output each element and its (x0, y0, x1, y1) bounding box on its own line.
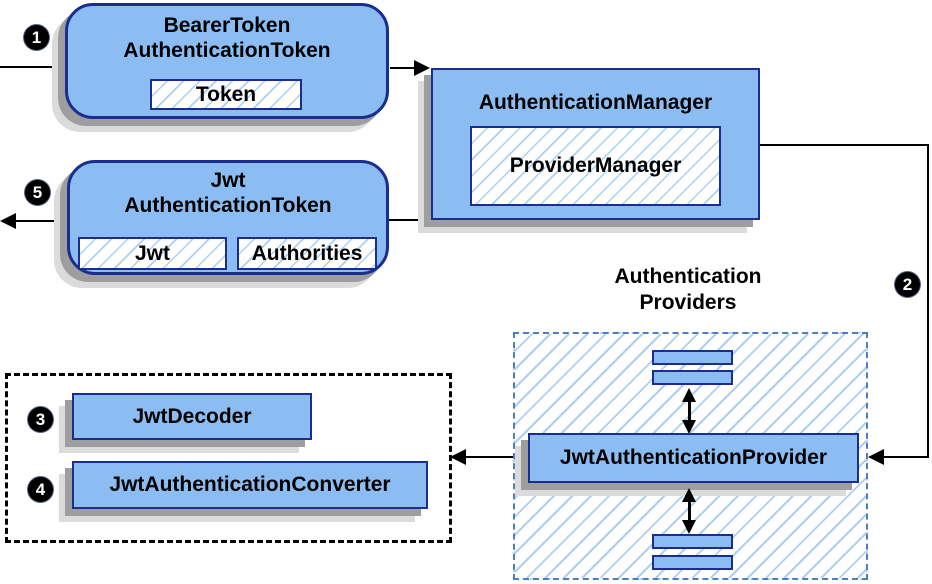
provider-slot-bottom-2 (652, 555, 733, 570)
double-arrow-bottom-up-head-icon (682, 488, 696, 502)
double-arrow-top-line (688, 399, 691, 421)
arrow-response-out-head-icon (0, 213, 16, 229)
authentication-manager-title: AuthenticationManager (478, 91, 713, 114)
node-jwt-authentication-provider: JwtAuthenticationProvider (528, 433, 859, 483)
provider-slot-top-1 (652, 350, 733, 365)
arrow-request-in-line (0, 66, 66, 68)
jwt-label: Jwt (134, 241, 170, 265)
arrow-provider-to-decoder-head-icon (450, 449, 466, 465)
jwt-decoder-label: JwtDecoder (132, 404, 252, 428)
jwt-authentication-token-title: Jwt AuthenticationToken (70, 168, 386, 218)
bearer-token-title-line1: BearerToken (163, 14, 291, 37)
badge-step-2: 2 (895, 272, 920, 297)
arrow-manager-to-provider-head-icon (868, 449, 884, 465)
provider-slot-bottom-1 (652, 534, 733, 549)
jwt-token-inner-jwt: Jwt (78, 237, 227, 270)
badge-step-5: 5 (25, 180, 50, 205)
provider-slot-top-2 (652, 370, 733, 385)
node-jwt-authentication-token: Jwt AuthenticationToken Jwt Authorities (67, 160, 389, 275)
double-arrow-top-up-head-icon (682, 388, 696, 402)
providers-group-label-line2: Providers (639, 291, 737, 314)
jwt-token-inner-authorities: Authorities (237, 237, 377, 270)
double-arrow-bottom-line (688, 499, 691, 521)
arrow-response-out-line (13, 220, 68, 222)
jwt-authentication-token-title-line1: Jwt (210, 169, 246, 192)
node-bearer-token: BearerToken AuthenticationToken Token (65, 3, 389, 119)
bearer-token-title-line2: AuthenticationToken (123, 39, 331, 62)
double-arrow-bottom-down-head-icon (682, 520, 696, 534)
decoder-group-box (5, 373, 452, 543)
badge-step-1: 1 (24, 25, 49, 50)
arrow-manager-to-provider-seg3 (883, 456, 929, 458)
arrow-bearer-to-manager-head-icon (414, 60, 430, 76)
provider-manager-inner: ProviderManager (470, 126, 721, 206)
connector-manager-to-jwttoken-line (389, 219, 432, 221)
providers-group-label: Authentication Providers (588, 264, 788, 316)
bearer-token-title: BearerToken AuthenticationToken (68, 13, 386, 63)
arrow-bearer-to-manager-line (390, 67, 417, 69)
node-authentication-manager: AuthenticationManager ProviderManager (431, 68, 760, 220)
provider-manager-label: ProviderManager (509, 154, 682, 177)
node-jwt-decoder: JwtDecoder (72, 393, 312, 440)
bearer-token-inner-token: Token (150, 79, 302, 110)
badge-step-3: 3 (28, 407, 53, 432)
double-arrow-top-down-head-icon (682, 420, 696, 434)
jwt-authentication-converter-label: JwtAuthenticationConverter (109, 473, 391, 496)
arrow-provider-to-decoder-line (464, 456, 514, 458)
arrow-manager-to-provider-seg2 (927, 144, 929, 458)
authorities-label: Authorities (251, 241, 363, 265)
jwt-authentication-provider-label: JwtAuthenticationProvider (559, 446, 828, 469)
providers-group-label-line1: Authentication (614, 265, 762, 288)
jwt-authentication-token-title-line2: AuthenticationToken (124, 194, 332, 217)
node-jwt-authentication-converter: JwtAuthenticationConverter (72, 461, 428, 509)
badge-step-4: 4 (28, 477, 53, 502)
token-label: Token (195, 82, 257, 106)
arrow-manager-to-provider-seg1 (759, 144, 929, 146)
